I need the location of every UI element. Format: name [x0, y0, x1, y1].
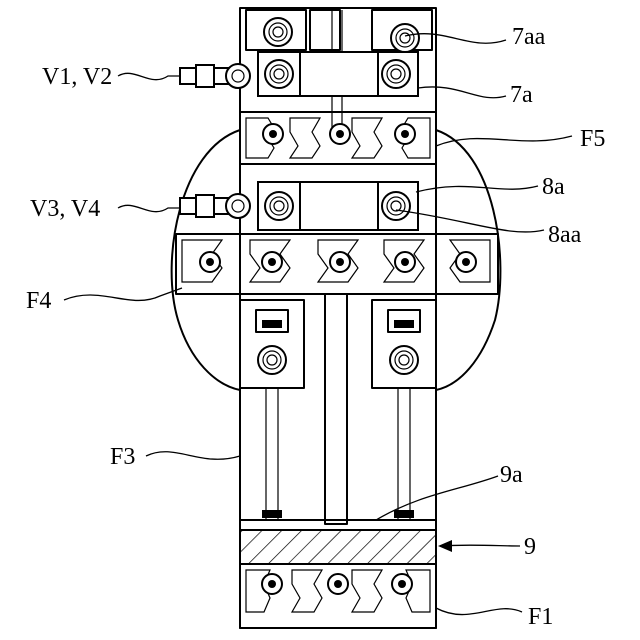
valve-block-8a: [258, 182, 418, 230]
label-9: 9: [524, 534, 536, 560]
label-f4: F4: [26, 288, 51, 314]
label-8aa: 8aa: [548, 222, 582, 248]
guide-block-right: [372, 300, 436, 388]
extrusion-f4: [176, 234, 498, 294]
label-f3: F3: [110, 444, 135, 470]
guide-block-left: [240, 300, 304, 388]
label-v3-v4: V3, V4: [30, 196, 100, 222]
label-f5: F5: [580, 126, 605, 152]
rod-left: [262, 388, 282, 520]
valve-fitting-v1v2: [180, 64, 250, 88]
label-f1: F1: [528, 604, 553, 630]
valve-block-7a: [258, 52, 418, 96]
extrusion-f1: [240, 564, 436, 628]
center-post: [325, 294, 347, 524]
extrusion-f5: [240, 112, 436, 164]
rod-right: [394, 388, 414, 520]
valve-fitting-v3v4: [180, 194, 250, 218]
label-9a: 9a: [500, 462, 523, 488]
label-7aa: 7aa: [512, 24, 546, 50]
label-8a: 8a: [542, 174, 565, 200]
label-7a: 7a: [510, 82, 533, 108]
label-v1-v2: V1, V2: [42, 64, 112, 90]
plate-9: [240, 530, 436, 564]
